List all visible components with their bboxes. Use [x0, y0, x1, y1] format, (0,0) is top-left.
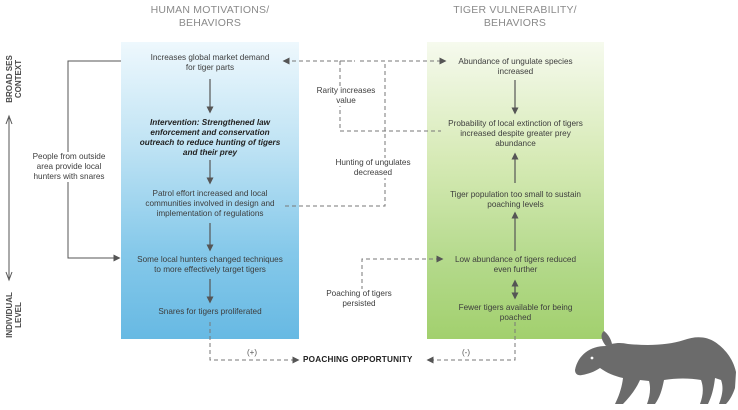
bottom-feedback-links: [209, 322, 516, 364]
node-low-abundance: Low abundance of tigers reduced even fur…: [454, 255, 577, 274]
negative-sign: (-): [462, 348, 470, 357]
node-population-too-small: Tiger population too small to sustain po…: [450, 190, 581, 209]
poaching-opportunity-label: POACHING OPPORTUNITY: [301, 355, 415, 364]
label-hunting-ungulates-decreased: Hunting of ungulates decreased: [328, 158, 418, 178]
label-poaching-persisted: Poaching of tigers persisted: [318, 289, 400, 309]
node-global-market-demand: Increases global market demand for tiger…: [150, 53, 270, 72]
node-extinction-probability: Probability of local extinction of tiger…: [448, 119, 583, 148]
axis-arrow: [5, 114, 13, 282]
positive-sign: (+): [247, 348, 257, 357]
label-rarity-increases-value: Rarity increases value: [308, 86, 384, 106]
poaching-persisted-link: [361, 255, 444, 290]
node-fewer-tigers: Fewer tigers available for being poached: [458, 303, 573, 322]
node-snares-proliferated: Snares for tigers proliferated: [158, 307, 262, 316]
tiger-column-header: TIGER VULNERABILITY/ BEHAVIORS: [453, 4, 577, 29]
node-ungulate-abundance: Abundance of ungulate species increased: [458, 57, 573, 76]
label-outside-hunters: People from outside area provide local h…: [26, 152, 112, 182]
node-intervention: Intervention: Strengthened law enforceme…: [139, 118, 281, 157]
node-patrol-effort: Patrol effort increased and local commun…: [145, 189, 275, 218]
ungulates-link: [285, 61, 386, 207]
tiger-silhouette: [575, 331, 736, 404]
node-local-hunters-changed: Some local hunters changed techniques to…: [137, 255, 283, 274]
rarity-link: [282, 57, 441, 132]
human-column-header: HUMAN MOTIVATIONS/ BEHAVIORS: [150, 4, 270, 29]
